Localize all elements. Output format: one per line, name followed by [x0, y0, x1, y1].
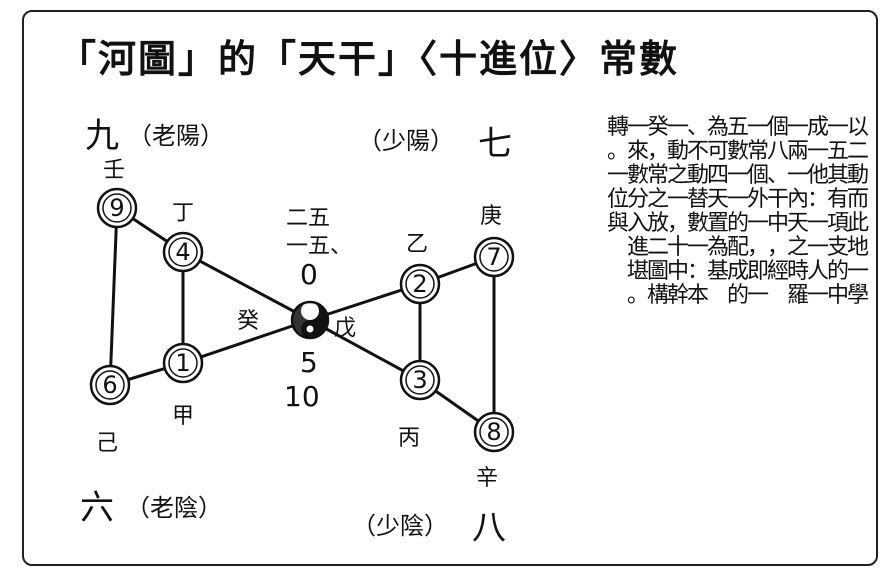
label-bing: 丙	[398, 426, 421, 451]
side-col-4: 一兩一內天之時羅	[786, 115, 809, 308]
label-seven-note: （少陽）	[358, 127, 454, 155]
side-col-5: 個八、干中，經	[766, 115, 789, 284]
edge-center-1	[182, 318, 311, 365]
node-label-8: 8	[486, 418, 501, 446]
side-col-11: 癸，常之放二圖構	[646, 115, 669, 308]
node-label-4: 4	[175, 238, 190, 266]
label-zero: 0	[300, 258, 318, 291]
yin-yang-icon	[290, 300, 330, 340]
label-yi: 乙	[406, 232, 429, 257]
label-jia: 甲	[172, 404, 195, 429]
edge-4-center	[182, 250, 311, 322]
label-center-top: 二五	[286, 206, 331, 231]
node-label-2: 2	[412, 270, 427, 298]
label-seven: 七	[478, 124, 512, 164]
label-eight: 八	[472, 508, 506, 548]
label-ding: 丁	[172, 201, 195, 226]
side-col-2: 一五其有項支的中	[826, 115, 849, 308]
label-geng: 庚	[480, 204, 503, 229]
side-col-12: 一來數分入進堪。	[626, 115, 649, 308]
label-nine: 九	[85, 116, 119, 156]
label-xin: 辛	[476, 466, 499, 491]
diagram-title: 「河圖」的「天干」〈十進位〉常數	[58, 36, 680, 81]
side-col-10: 一動之一，十中幹	[666, 115, 689, 308]
side-col-9: 、不動替數一：本	[686, 115, 709, 308]
label-wu: 戊	[334, 316, 357, 341]
node-label-6: 6	[102, 371, 117, 399]
side-col-6: 一常個外一，即一	[746, 115, 769, 308]
label-ten: 10	[284, 380, 320, 413]
node-label-3: 3	[412, 366, 427, 394]
label-ren: 壬	[103, 158, 126, 183]
side-col-1: 以二動而此地一學	[846, 115, 869, 308]
label-nine-note: （老陽）	[128, 122, 224, 150]
side-col-7: 五數一一的配成的	[726, 115, 749, 308]
side-col-8: 為可四天置為基	[706, 115, 729, 284]
side-col-3: 成一他：一一人一	[806, 115, 829, 308]
edge-9-6	[108, 207, 119, 386]
label-center-top2: 一五、	[286, 234, 353, 259]
edge-center-3	[309, 318, 421, 382]
node-label-9: 9	[109, 194, 124, 222]
label-six: 六	[80, 488, 114, 528]
label-five: 5	[300, 346, 318, 379]
label-six-note: （老陰）	[126, 494, 222, 522]
node-label-1: 1	[175, 349, 190, 377]
label-eight-note: （少陰）	[352, 512, 448, 540]
side-col-13: 轉。一位與	[606, 115, 629, 236]
diagram-frame	[22, 10, 878, 566]
node-label-7: 7	[486, 243, 501, 271]
label-gui: 癸	[237, 309, 260, 334]
label-ji: 己	[96, 431, 119, 456]
